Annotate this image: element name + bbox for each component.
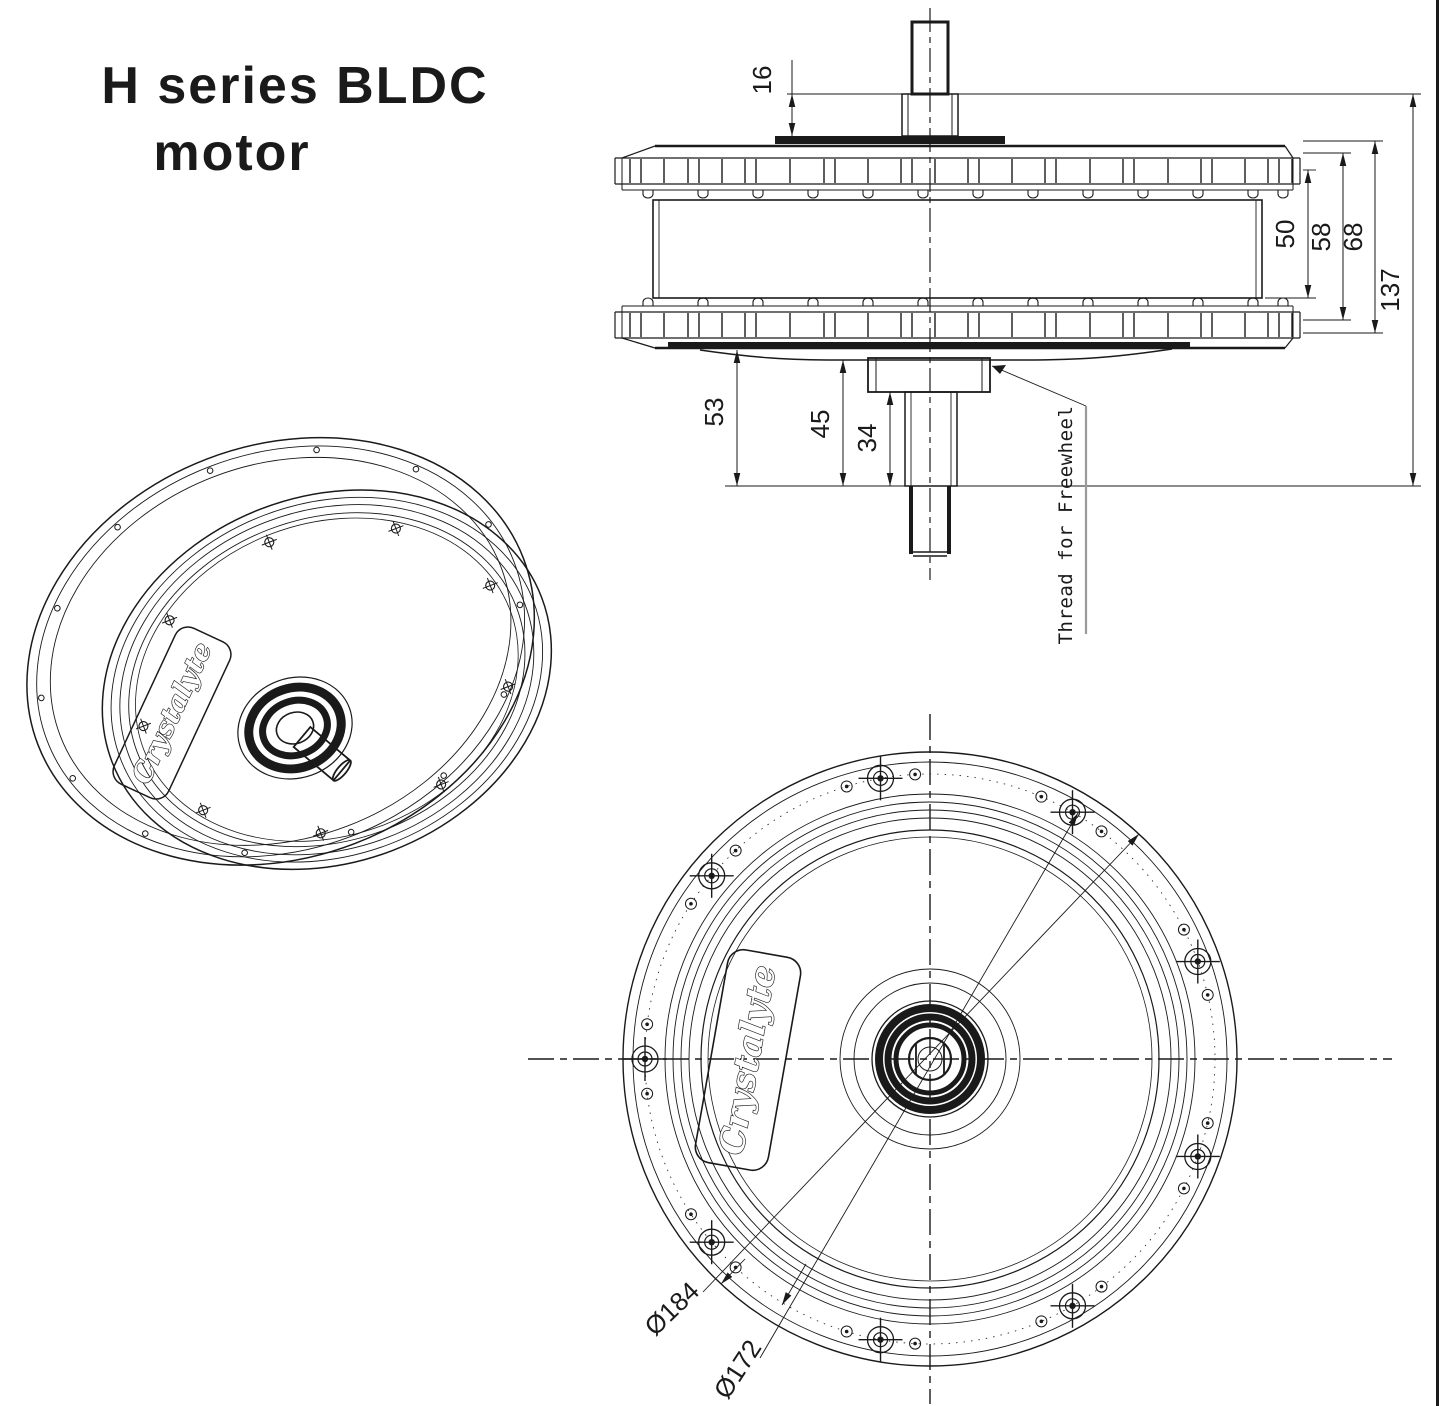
- spoke-flange-ticks-top: [629, 159, 1293, 183]
- leader-arrow: [992, 365, 1006, 374]
- front-spoke-holes: [641, 768, 1214, 1350]
- bolt-pitch-circle: [644, 773, 1216, 1345]
- dim-45: 45: [805, 360, 847, 486]
- dim-68-text: 68: [1338, 223, 1368, 252]
- cover-profile: [699, 348, 1173, 361]
- bearing-ring: [875, 1004, 985, 1114]
- dim-68: 68: [1338, 141, 1379, 333]
- dim-16-text: 16: [747, 66, 777, 95]
- dim-53-text: 53: [699, 398, 729, 427]
- dia-184-text: Ø184: [638, 1276, 705, 1342]
- spoke-nipples-top: [642, 190, 1289, 199]
- spoke-nipples-bottom: [642, 297, 1289, 306]
- iso-rim-holes: [38, 446, 524, 857]
- freewheel-callout: Thread for Freewheel: [991, 365, 1088, 645]
- axle-shoulder-bottom: [904, 391, 958, 487]
- dim-137: 137: [1375, 94, 1417, 486]
- front-hub: [839, 968, 1021, 1150]
- flange-top: [614, 136, 1301, 199]
- dim-50: 50: [1270, 170, 1312, 298]
- spoke-flange-ticks-bottom: [629, 313, 1293, 337]
- iso-axle-stub: [292, 725, 352, 782]
- dim-53: 53: [699, 350, 741, 486]
- iso-rim: [26, 436, 553, 871]
- isometric-view: Crystalyte: [26, 436, 553, 871]
- title-line-2: motor: [153, 124, 310, 182]
- side-cover-and-axle: [699, 348, 1173, 557]
- drawing-title: H series BLDC motor: [101, 57, 488, 182]
- callout-text: Thread for Freewheel: [1055, 406, 1077, 645]
- front-view: Ø184 Ø172 Crystalyte: [528, 714, 1392, 1404]
- flange-bottom: [614, 297, 1301, 350]
- axle-bottom-threaded: [909, 486, 951, 557]
- dim-16: 16: [747, 60, 796, 136]
- motor-body: [652, 199, 1263, 299]
- iso-logo-banner: Crystalyte: [112, 626, 232, 800]
- freewheel-thread-boss: [867, 357, 991, 393]
- iso-face-bolts: [135, 520, 516, 841]
- title-line-1: H series BLDC: [101, 57, 488, 115]
- dim-58-text: 58: [1306, 223, 1336, 252]
- axle-bore: [907, 1036, 953, 1082]
- dim-58: 58: [1306, 153, 1347, 320]
- front-logo-banner: Crystalyte: [694, 948, 802, 1172]
- dim-50-text: 50: [1270, 220, 1300, 249]
- side-section-view: Thread for Freewheel 16 50 58: [614, 8, 1421, 645]
- dia-172-text: Ø172: [708, 1334, 768, 1404]
- dim-137-text: 137: [1375, 268, 1405, 311]
- iso-hub: [237, 676, 353, 780]
- dim-45-text: 45: [805, 410, 835, 439]
- dim-34-text: 34: [852, 424, 882, 453]
- dim-34: 34: [852, 392, 894, 486]
